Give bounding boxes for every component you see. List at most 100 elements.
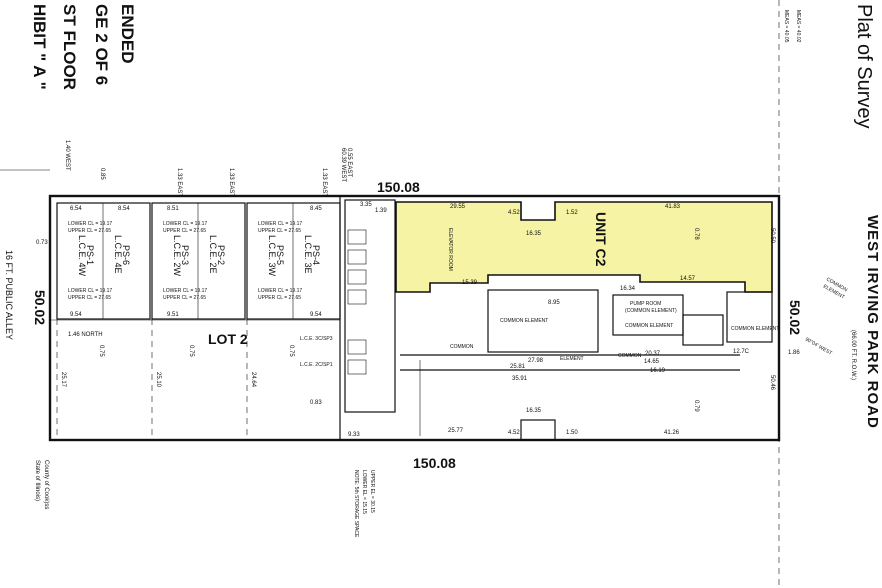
meas-m21: 0.83	[310, 400, 322, 406]
meas-m52: 12.7C	[733, 349, 750, 355]
meas-m32: 6.54	[70, 206, 82, 212]
meas-m46: 0.78	[693, 228, 699, 240]
meas-b: MEAS = 40.02	[795, 10, 801, 43]
road-row: (66.00 FT. R.O.W.)	[850, 330, 856, 380]
meas-m34: 0.75	[98, 345, 104, 357]
meas-m38: 1.33 EAST	[228, 168, 234, 197]
meas-a: MEAS = 40.05	[783, 10, 789, 43]
measurement-labels: 29.55 4.52 1.52 41.83 16.35 14.57 16.34 …	[36, 140, 800, 438]
common-element-2: COMMON ELEMENT	[625, 323, 673, 329]
note-3: UPPER EL = 30.15	[369, 470, 375, 513]
dim-bottom: 150.08	[413, 455, 456, 471]
exhibit-header: HIBIT " A " ST FLOOR	[30, 4, 79, 90]
common-label-2: ELEMENT	[560, 356, 584, 362]
meas-m35: 0.75	[188, 345, 194, 357]
upper-cl-2b: UPPER CL = 27.65	[163, 295, 206, 301]
meas-m26: 8.54	[118, 206, 130, 212]
meas-m6: 14.57	[680, 276, 696, 282]
state-line-1: State of Illinois)	[34, 460, 40, 501]
unit-c2-area	[395, 201, 773, 293]
parking-labels: L.C.E. 4E PS-6 L.C.E. 4W PS-1 L.C.E. 2E …	[77, 235, 321, 277]
meas-m41: 0.55 EAST	[346, 148, 352, 177]
meas-m36: 0.75	[288, 345, 294, 357]
meas-m29: 9.54	[70, 312, 82, 318]
meas-m13: 14.65	[644, 359, 660, 365]
parking-ps-1: PS-6	[121, 245, 131, 265]
meas-m27: 8.51	[167, 206, 179, 212]
upper-cl-2a: UPPER CL = 27.65	[163, 228, 206, 234]
parking-lce-3: L.C.E. 3E	[303, 235, 313, 274]
meas-m40: 1.40 WEST	[64, 140, 70, 171]
meas-m5: 16.35	[526, 231, 542, 237]
parking-lce2-1: L.C.E. 4W	[77, 235, 87, 277]
meas-m2: 4.52	[508, 210, 520, 216]
exhibit-line-3: GE 2 OF 6	[92, 4, 111, 85]
common-element-small	[682, 314, 724, 346]
parking-block-2	[151, 202, 246, 320]
common-label-3: COMMON	[618, 353, 642, 359]
meas-m12: 16.19	[650, 368, 666, 374]
meas-m17: 41.26	[664, 430, 680, 436]
lce-small-2: L.C.E. 2C/SP1	[300, 362, 333, 368]
road-name: WEST IRVING PARK ROAD	[864, 215, 881, 429]
bottom-notch	[520, 419, 556, 441]
parking-lce2-3: L.C.E. 3W	[267, 235, 277, 277]
meas-m11: 20.37	[645, 351, 661, 357]
parking-lce2-2: L.C.E. 2W	[172, 235, 182, 277]
upper-cl-3b: UPPER CL = 27.65	[258, 295, 301, 301]
meas-m19: 1.50	[566, 430, 578, 436]
lower-cl-3b: LOWER CL = 19.17	[258, 288, 302, 294]
meas-m7: 16.34	[620, 286, 636, 292]
pump-room-line-2: (COMMON ELEMENT)	[625, 308, 677, 314]
exhibit-line-2: ENDED	[118, 4, 137, 64]
common-element-1: COMMON ELEMENT	[500, 318, 548, 324]
common-element-3: COMMON ELEMENT	[731, 326, 779, 332]
upper-cl-1b: UPPER CL = 27.65	[68, 295, 111, 301]
meas-m28: 8.45	[310, 206, 322, 212]
parking-ps2-3: PS-5	[275, 245, 285, 265]
parking-ps2-2: PS-3	[180, 245, 190, 265]
parking-ps2-1: PS-1	[85, 245, 95, 265]
meas-m37: 1.33 EAST	[176, 168, 182, 197]
meas-m23: 25.10	[155, 372, 161, 388]
lce-small-1: L.C.E. 3C/SP3	[300, 336, 333, 342]
meas-m8: 15.39	[462, 280, 478, 286]
meas-m33: 1.46 NORTH	[68, 332, 103, 338]
meas-m14: 35.91	[512, 376, 528, 382]
lower-cl-3a: LOWER CL = 19.17	[258, 221, 302, 227]
meas-m18: 4.52	[508, 430, 520, 436]
meas-m24: 24.64	[250, 372, 256, 388]
meas-m42: 60.39 WEST	[340, 148, 346, 182]
note-1: NOTE: 5th STORAGE SPACE	[353, 470, 359, 538]
angle-label: 90°04' WEST	[804, 337, 833, 357]
meas-m22: 25.17	[60, 372, 66, 388]
lower-cl-1b: LOWER CL = 19.17	[68, 288, 112, 294]
storage-boxes	[347, 229, 367, 375]
meas-m44: 1.39	[375, 208, 387, 214]
meas-m39: 1.33 EAST	[321, 168, 327, 197]
meas-m3: 1.52	[566, 210, 578, 216]
meas-m16: 25.77	[448, 428, 464, 434]
exhibit-line-1: HIBIT " A "	[30, 4, 49, 90]
parking-ps-3: PS-4	[311, 245, 321, 265]
meas-m51: 1.86	[788, 350, 800, 356]
alley-label: 16 FT. PUBLIC ALLEY	[4, 250, 14, 340]
common-label-1: COMMON	[450, 344, 474, 350]
parking-lce-1: L.C.E. 4E	[113, 235, 123, 274]
meas-m15: 16.35	[526, 408, 542, 414]
lower-cl-2b: LOWER CL = 19.17	[163, 288, 207, 294]
meas-m43: 0.85	[99, 168, 105, 180]
meas-m20: 9.33	[348, 432, 360, 438]
state-line-2: County of Cook)ss	[43, 460, 49, 509]
upper-cl-1a: UPPER CL = 27.65	[68, 228, 111, 234]
parking-block-1	[56, 202, 151, 320]
lot-label: LOT 2	[208, 331, 248, 347]
meas-m48: 50.50	[769, 228, 775, 244]
meas-m4: 41.83	[665, 204, 681, 210]
meas-m30: 9.51	[167, 312, 179, 318]
survey-title: Plat of Survey	[853, 4, 875, 129]
exhibit-header-right: ENDED GE 2 OF 6	[92, 4, 137, 85]
parking-lce-2: L.C.E. 2E	[208, 235, 218, 274]
meas-m47: 50.46	[769, 375, 775, 391]
